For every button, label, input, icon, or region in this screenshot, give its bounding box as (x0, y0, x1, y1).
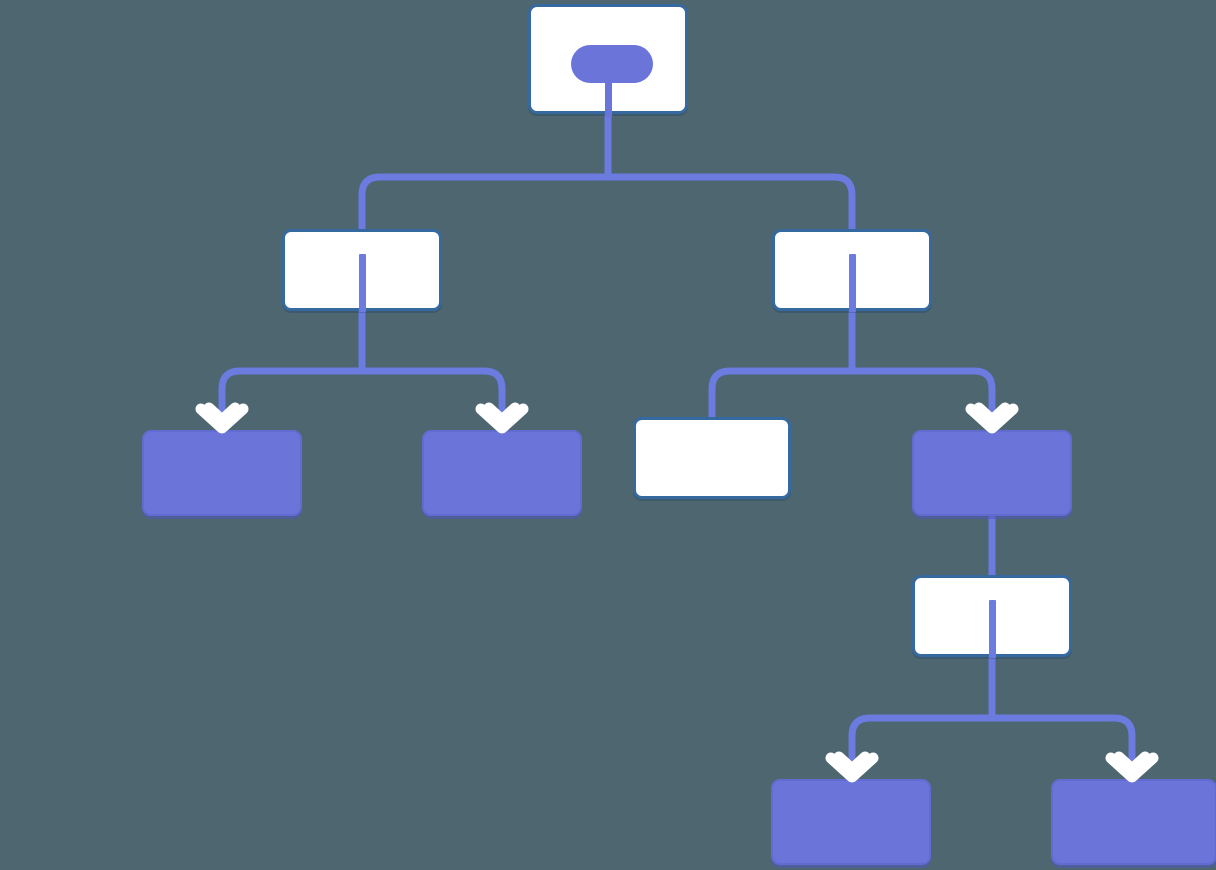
node-inner-stem (604, 83, 612, 117)
node-n6[interactable] (633, 417, 791, 499)
edge-e5 (708, 311, 856, 425)
node-n7[interactable] (912, 430, 1072, 516)
edge-e6 (848, 311, 996, 440)
edge-e3 (218, 311, 366, 440)
edge-e4 (358, 311, 506, 440)
node-n2[interactable] (282, 229, 442, 312)
node-inner-bar (988, 600, 996, 658)
edge-e8 (848, 657, 996, 789)
node-n3[interactable] (772, 229, 932, 312)
node-n8[interactable] (912, 575, 1072, 658)
node-inner-bar (358, 254, 366, 312)
node-n4[interactable] (142, 430, 302, 516)
node-n9[interactable] (771, 779, 931, 865)
node-n1[interactable] (528, 4, 688, 117)
node-inner-pill (571, 45, 653, 83)
node-inner-bar (848, 254, 856, 312)
node-n5[interactable] (422, 430, 582, 516)
edge-e2 (604, 114, 856, 229)
edge-e1 (358, 114, 612, 229)
node-n10[interactable] (1051, 779, 1216, 865)
edge-e9 (988, 657, 1136, 789)
